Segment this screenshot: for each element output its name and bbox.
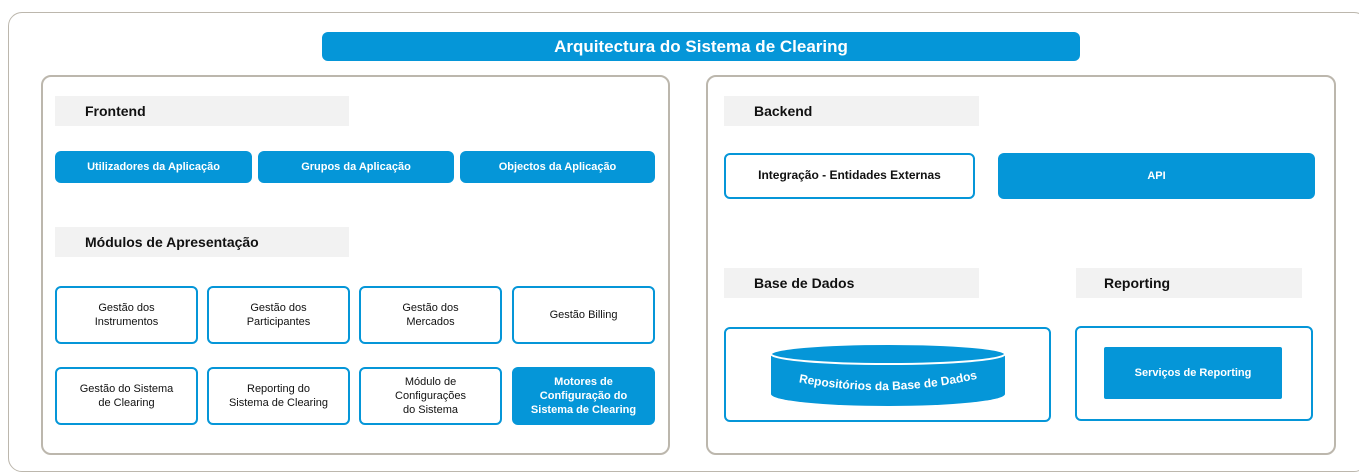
module-instrumentos[interactable]: Gestão dos Instrumentos — [55, 286, 198, 344]
frontend-panel — [41, 75, 670, 455]
backend-header-label: Backend — [754, 103, 813, 119]
diagram-title: Arquitectura do Sistema de Clearing — [322, 32, 1080, 61]
backend-header: Backend — [724, 96, 979, 126]
app-users-button[interactable]: Utilizadores da Aplicação — [55, 151, 252, 183]
database-header: Base de Dados — [724, 268, 979, 298]
app-objects-button[interactable]: Objectos da Aplicação — [460, 151, 655, 183]
module-configuracoes[interactable]: Módulo de Configurações do Sistema — [359, 367, 502, 425]
reporting-header-label: Reporting — [1104, 275, 1171, 291]
app-groups-button[interactable]: Grupos da Aplicação — [258, 151, 454, 183]
modules-header: Módulos de Apresentação — [55, 227, 349, 257]
module-motores-configuracao[interactable]: Motores de Configuração do Sistema de Cl… — [512, 367, 655, 425]
database-cylinder-icon: Repositórios da Base de Dados — [770, 343, 1006, 406]
frontend-header-label: Frontend — [85, 103, 146, 119]
database-header-label: Base de Dados — [754, 275, 855, 291]
api-button[interactable]: API — [998, 153, 1315, 199]
module-reporting[interactable]: Reporting do Sistema de Clearing — [207, 367, 350, 425]
module-mercados[interactable]: Gestão dos Mercados — [359, 286, 502, 344]
reporting-service-button[interactable]: Serviços de Reporting — [1104, 347, 1282, 399]
module-sistema-clearing[interactable]: Gestão do Sistema de Clearing — [55, 367, 198, 425]
frontend-header: Frontend — [55, 96, 349, 126]
module-billing[interactable]: Gestão Billing — [512, 286, 655, 344]
module-participantes[interactable]: Gestão dos Participantes — [207, 286, 350, 344]
integration-button[interactable]: Integração - Entidades Externas — [724, 153, 975, 199]
modules-header-label: Módulos de Apresentação — [85, 234, 259, 250]
backend-panel — [706, 75, 1336, 455]
reporting-header: Reporting — [1076, 268, 1302, 298]
